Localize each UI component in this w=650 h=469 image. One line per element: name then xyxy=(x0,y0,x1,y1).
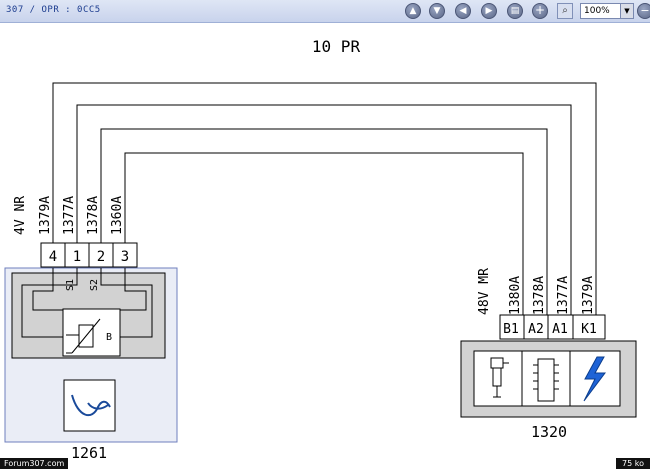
zoom-in-icon[interactable]: + xyxy=(532,3,548,19)
right-connector: B1 A2 A1 K1 xyxy=(499,314,606,340)
wire-1378A xyxy=(100,128,548,315)
lightning-icon xyxy=(583,356,606,402)
pin-label: 2 xyxy=(97,249,105,265)
breadcrumb: 307 / OPR : 0CC5 xyxy=(6,5,101,15)
down-arrow-icon[interactable]: ▼ xyxy=(429,3,445,19)
right-wire-label: 1378A xyxy=(532,276,547,315)
pin-label: K1 xyxy=(581,322,597,337)
component-1261: B S1 S2 xyxy=(4,267,178,443)
chevron-down-icon[interactable]: ▼ xyxy=(620,4,633,18)
print-icon[interactable]: ▤ xyxy=(507,3,523,19)
wiring-diagram: 10 PR 4V NR 1379A 1377A 1378A 1360A 4 1 … xyxy=(4,37,637,458)
pin-label: 1 xyxy=(73,249,81,265)
left-connector: 4 1 2 3 xyxy=(40,242,138,268)
component-1320 xyxy=(460,340,637,418)
top-toolbar: 307 / OPR : 0CC5 ▲ ▼ ◀ ▶ ▤ + ⌕ 100% ▼ − xyxy=(0,0,650,23)
file-size: 75 ko xyxy=(616,458,650,469)
left-wire-label: 1379A xyxy=(38,196,53,235)
pin-label: A1 xyxy=(552,322,568,337)
component-id-right: 1320 xyxy=(531,423,567,441)
left-wire-label: 1378A xyxy=(86,196,101,235)
diagram-title: 10 PR xyxy=(312,37,361,56)
back-arrow-icon[interactable]: ◀ xyxy=(455,3,471,19)
pin-label: 3 xyxy=(121,249,129,265)
left-wire-label: 1377A xyxy=(62,196,77,235)
zoom-icon[interactable]: ⌕ xyxy=(557,3,573,19)
thermistor-icon xyxy=(66,318,101,354)
right-wire-label: 1377A xyxy=(556,276,571,315)
zoom-out-icon[interactable]: − xyxy=(637,3,650,19)
injector-icon xyxy=(490,357,509,398)
component-id-left: 1261 xyxy=(71,444,107,458)
right-wire-label: 1380A xyxy=(508,276,523,315)
pin-label: A2 xyxy=(528,322,544,337)
zoom-select[interactable]: 100% ▼ xyxy=(580,3,634,19)
site-watermark: Forum307.com xyxy=(0,458,69,469)
left-wire-label: 1360A xyxy=(110,196,125,235)
right-harness-label: 48V MR xyxy=(477,268,492,315)
up-arrow-icon[interactable]: ▲ xyxy=(405,3,421,19)
pin-label: 4 xyxy=(49,249,57,265)
inner-label: S1 xyxy=(65,279,76,291)
zoom-value: 100% xyxy=(584,6,610,16)
component-mark: B xyxy=(106,332,112,343)
wire-1360A xyxy=(124,152,524,315)
wire-1379A xyxy=(52,82,597,315)
sensor-icon xyxy=(71,394,111,417)
inner-label: S2 xyxy=(89,279,100,291)
pin-label: B1 xyxy=(503,322,519,337)
wire-harness xyxy=(52,82,597,315)
forward-arrow-icon[interactable]: ▶ xyxy=(481,3,497,19)
left-harness-label: 4V NR xyxy=(13,196,28,235)
wire-1377A xyxy=(76,104,572,315)
chip-icon xyxy=(533,358,559,402)
right-wire-label: 1379A xyxy=(581,276,596,315)
